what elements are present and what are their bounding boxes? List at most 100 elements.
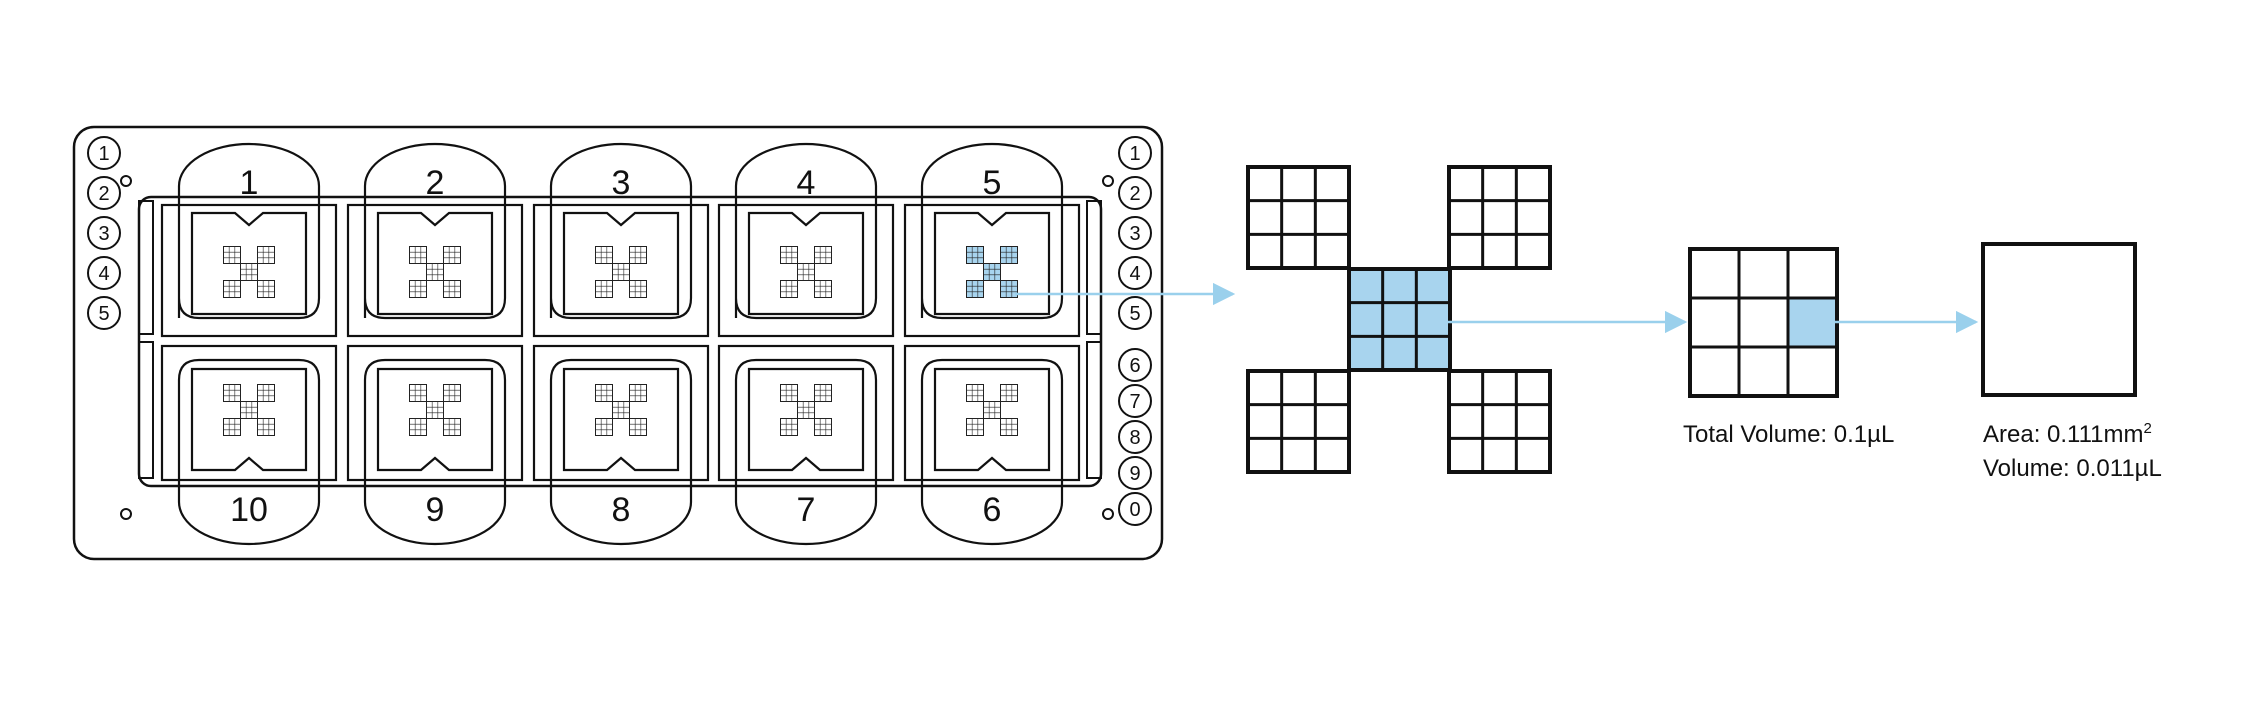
chamber-window bbox=[376, 211, 494, 316]
marker-circle bbox=[1118, 256, 1152, 290]
mini-grid-square bbox=[595, 280, 613, 298]
mini-grid-square bbox=[814, 246, 832, 264]
position-marker-9: 9 bbox=[1118, 456, 1152, 490]
small-square-zoom bbox=[1981, 242, 2137, 397]
chamber-window bbox=[933, 367, 1051, 472]
mini-grid-square bbox=[409, 246, 427, 264]
mini-grid-square bbox=[1000, 384, 1018, 402]
mini-grid-square bbox=[595, 384, 613, 402]
marker-number: 6 bbox=[1129, 355, 1140, 377]
marker-circle bbox=[1118, 492, 1152, 526]
chamber-grid-pattern bbox=[966, 384, 1018, 436]
chamber-capsule bbox=[363, 142, 507, 320]
chamber-grid-pattern bbox=[966, 246, 1018, 298]
mini-grid-square bbox=[814, 280, 832, 298]
mini-grid-square bbox=[409, 280, 427, 298]
chamber-capsule bbox=[549, 142, 693, 320]
pattern-corner-square bbox=[1246, 369, 1351, 474]
chamber-4: 4 bbox=[717, 142, 895, 338]
marker-number: 0 bbox=[1129, 499, 1140, 521]
mini-grid-square bbox=[409, 384, 427, 402]
position-marker-5: 5 bbox=[1118, 296, 1152, 330]
chamber-3: 3 bbox=[532, 142, 710, 338]
pattern-center-square bbox=[1347, 267, 1452, 372]
pattern-square-outline bbox=[1246, 165, 1351, 270]
marker-circle bbox=[1118, 296, 1152, 330]
chamber-grid-pattern bbox=[780, 384, 832, 436]
chamber-6: 6 bbox=[903, 344, 1081, 546]
chamber-cell bbox=[903, 344, 1081, 482]
chamber-cell bbox=[160, 203, 338, 338]
mini-grid-square bbox=[257, 246, 275, 264]
chamber-cell bbox=[160, 344, 338, 482]
position-marker-1: 1 bbox=[1118, 136, 1152, 170]
chamber-grid-pattern bbox=[409, 246, 461, 298]
chamber-window bbox=[562, 211, 680, 316]
chamber-2: 2 bbox=[346, 142, 524, 338]
chamber-cell bbox=[532, 344, 710, 482]
hole-bottom-left bbox=[120, 508, 132, 520]
chamber-grid-pattern bbox=[223, 246, 275, 298]
mini-grid-square bbox=[966, 246, 984, 264]
mini-grid-square bbox=[240, 263, 258, 281]
mini-grid-square bbox=[814, 384, 832, 402]
chamber-5: 5 bbox=[903, 142, 1081, 338]
mini-grid-square bbox=[443, 280, 461, 298]
chamber-grid-pattern bbox=[780, 246, 832, 298]
mini-grid-square bbox=[797, 263, 815, 281]
mini-grid-square bbox=[595, 246, 613, 264]
marker-number: 4 bbox=[98, 263, 109, 285]
slide-holes bbox=[120, 175, 1114, 520]
mini-grid-square bbox=[814, 418, 832, 436]
hole-bottom-right bbox=[1102, 508, 1114, 520]
marker-circle bbox=[87, 216, 121, 250]
chamber-cell bbox=[346, 344, 524, 482]
mini-grid-square bbox=[409, 418, 427, 436]
mini-grid-square bbox=[780, 418, 798, 436]
marker-number: 3 bbox=[98, 223, 109, 245]
position-marker-5: 5 bbox=[87, 296, 121, 330]
mini-grid-square bbox=[257, 280, 275, 298]
position-marker-4: 4 bbox=[87, 256, 121, 290]
marker-circle bbox=[87, 296, 121, 330]
marker-number: 5 bbox=[1129, 303, 1140, 325]
position-marker-0: 0 bbox=[1118, 492, 1152, 526]
mini-grid-square bbox=[257, 418, 275, 436]
mini-grid-square bbox=[629, 280, 647, 298]
chamber-window bbox=[933, 211, 1051, 316]
chamber-grid-pattern bbox=[409, 384, 461, 436]
marker-circle bbox=[87, 176, 121, 210]
marker-number: 1 bbox=[98, 143, 109, 165]
position-marker-3: 3 bbox=[1118, 216, 1152, 250]
marker-number: 1 bbox=[1129, 143, 1140, 165]
mini-grid-square bbox=[1000, 418, 1018, 436]
slide-side-tab bbox=[138, 341, 154, 479]
mini-grid-square bbox=[1000, 246, 1018, 264]
volume-label: Volume: 0.011µL bbox=[1983, 455, 2162, 482]
area-label: Area: 0.111mm2 bbox=[1983, 420, 2152, 448]
marker-number: 2 bbox=[98, 183, 109, 205]
mini-grid-square bbox=[983, 401, 1001, 419]
chamber-number: 5 bbox=[983, 164, 1002, 202]
chamber-window bbox=[747, 211, 865, 316]
marker-number: 7 bbox=[1129, 391, 1140, 413]
marker-number: 9 bbox=[1129, 463, 1140, 485]
mini-grid-square bbox=[629, 384, 647, 402]
mini-grid-square bbox=[797, 401, 815, 419]
mini-grid-square bbox=[629, 418, 647, 436]
mini-grid-square bbox=[1000, 280, 1018, 298]
marker-number: 3 bbox=[1129, 223, 1140, 245]
highlighted-subsquare bbox=[1788, 298, 1837, 347]
marker-number: 2 bbox=[1129, 183, 1140, 205]
position-marker-4: 4 bbox=[1118, 256, 1152, 290]
left-markers: 1 2 3 4 5 bbox=[87, 136, 121, 330]
chamber-grid-pattern bbox=[595, 384, 647, 436]
chamber-cell bbox=[717, 344, 895, 482]
slide-outline bbox=[72, 125, 1164, 561]
marker-circle bbox=[1118, 456, 1152, 490]
chamber-capsule bbox=[734, 358, 878, 546]
total-volume-label: Total Volume: 0.1µL bbox=[1683, 421, 1894, 448]
mini-grid-square bbox=[780, 246, 798, 264]
